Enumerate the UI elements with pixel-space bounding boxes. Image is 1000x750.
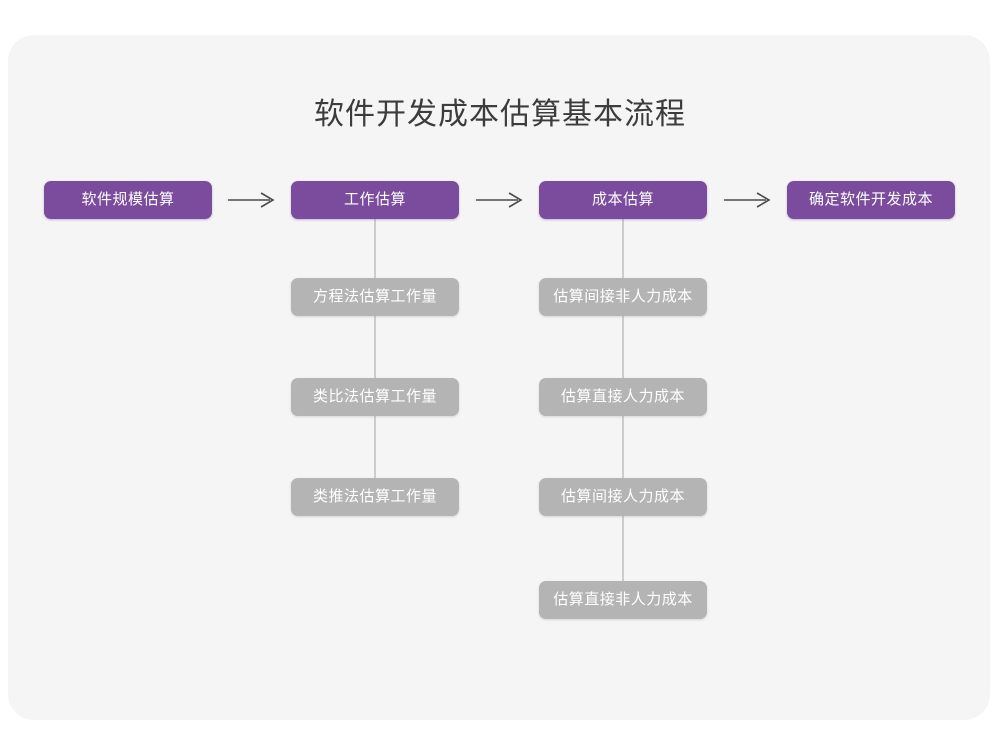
arrow-step3-step4	[724, 190, 772, 210]
flow-step-effort-estimation[interactable]: 工作估算	[291, 181, 459, 219]
arrow-step1-step2	[228, 190, 276, 210]
flow-substep-indirect-non-labor-cost[interactable]: 估算间接非人力成本	[539, 278, 707, 316]
flow-substep-direct-non-labor-cost[interactable]: 估算直接非人力成本	[539, 581, 707, 619]
connector-line-step3	[622, 219, 624, 619]
diagram-card-background	[8, 35, 990, 720]
flow-substep-analogical-method-effort[interactable]: 类推法估算工作量	[291, 478, 459, 516]
connector-line-step2	[374, 219, 376, 516]
flow-substep-indirect-labor-cost[interactable]: 估算间接人力成本	[539, 478, 707, 516]
flow-step-cost-estimation[interactable]: 成本估算	[539, 181, 707, 219]
flow-substep-direct-labor-cost[interactable]: 估算直接人力成本	[539, 378, 707, 416]
flow-substep-equation-method-effort[interactable]: 方程法估算工作量	[291, 278, 459, 316]
flow-step-determine-development-cost[interactable]: 确定软件开发成本	[787, 181, 955, 219]
arrow-step2-step3	[476, 190, 524, 210]
page-title: 软件开发成本估算基本流程	[314, 98, 686, 131]
flow-step-software-scale-estimation[interactable]: 软件规模估算	[44, 181, 212, 219]
flow-substep-analogy-method-effort[interactable]: 类比法估算工作量	[291, 378, 459, 416]
